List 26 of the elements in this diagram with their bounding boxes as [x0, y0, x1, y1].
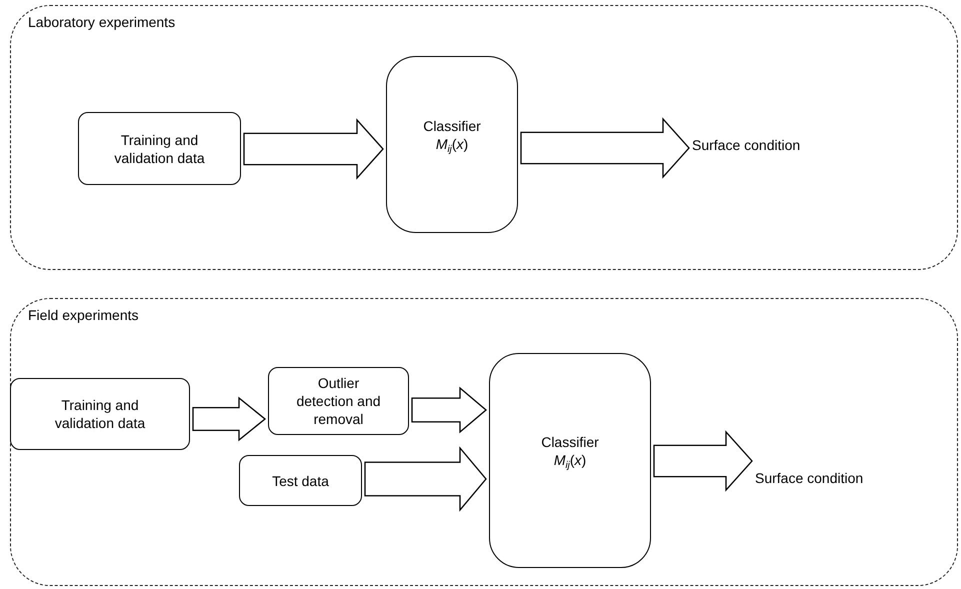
formula-label: M$_{ij}$(x): [436, 134, 468, 156]
formula-label: M$_{ij}$(x): [554, 450, 586, 472]
node-label: Outlier detection and removal: [295, 374, 382, 428]
experiment-group: [10, 298, 958, 586]
block-arrow: [411, 386, 487, 434]
block-arrow: [192, 396, 266, 442]
classifier-box: [489, 353, 651, 568]
block-arrow: [364, 446, 487, 512]
node-label: Test data: [272, 472, 329, 490]
process-box: [10, 378, 190, 450]
node-label: Surface condition: [692, 136, 802, 154]
group-heading: Laboratory experiments: [28, 14, 176, 30]
node-label: Classifier: [541, 432, 599, 450]
block-arrow: [520, 117, 690, 179]
experiment-group: [10, 5, 958, 270]
process-box: [268, 367, 409, 435]
block-arrow: [243, 118, 384, 180]
group-heading: Field experiments: [28, 307, 138, 323]
node-label: Training and validation data: [54, 396, 146, 432]
classifier-box: [386, 56, 518, 233]
node-label: Training and validation data: [113, 130, 206, 166]
process-box: [239, 455, 362, 506]
node-label: Classifier: [423, 116, 481, 134]
process-box: [78, 112, 241, 185]
node-label: Surface condition: [755, 469, 864, 487]
block-arrow: [653, 430, 753, 492]
